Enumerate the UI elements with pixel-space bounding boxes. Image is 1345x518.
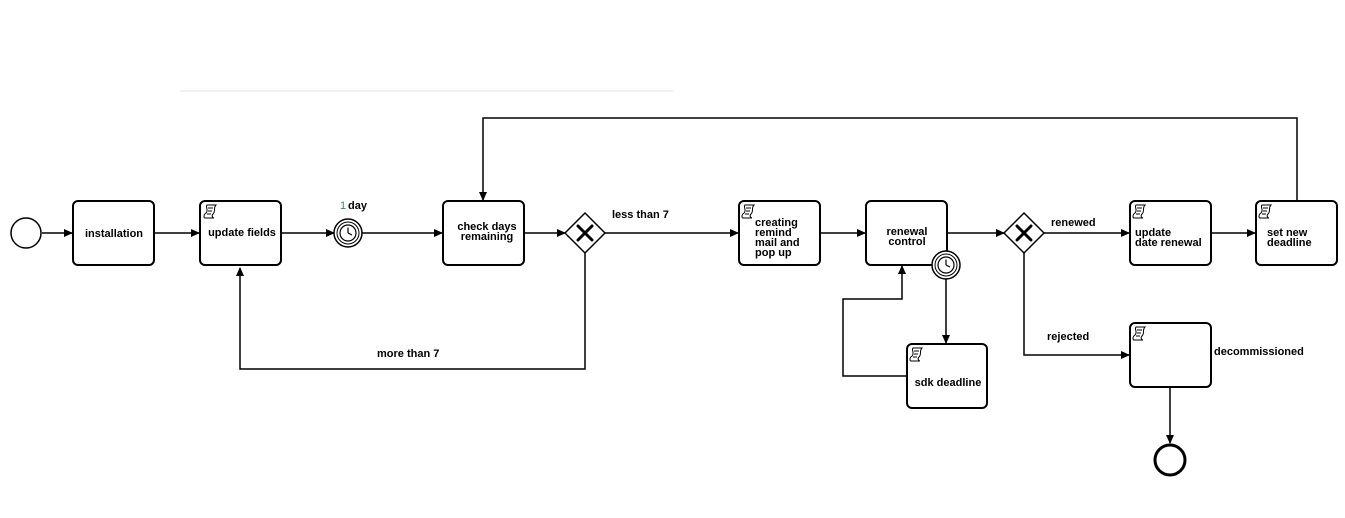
task-label-line: date renewal [1135,237,1202,249]
task-label-line: mail and [755,237,800,249]
task-installation[interactable]: installation [72,200,155,266]
task-label-line: update fields [208,227,276,239]
edge-label-rejected: rejected [1047,331,1089,343]
exclusive-gateway-icon[interactable] [1002,211,1046,255]
timer-label-number: 1 [340,200,346,212]
script-icon [741,203,756,220]
edge-label-less-than-7: less than 7 [612,209,669,221]
script-icon [1132,203,1147,220]
timer-icon[interactable] [333,218,363,248]
edge-label-more-than-7: more than 7 [377,348,439,360]
script-icon [909,346,924,363]
script-icon [1132,325,1147,342]
task-label-line: renewal [887,226,928,238]
task-label-line: sdk deadline [915,377,982,389]
task-label: update fields [208,227,276,239]
task-label-line: update [1135,227,1171,239]
task-label-line: deadline [1267,237,1312,249]
timer-label-unit: day [348,200,368,212]
flow-sdk-deadline-loop[interactable] [842,265,906,377]
flow-more-than-7[interactable] [236,253,586,370]
end-event-icon[interactable] [1153,443,1187,477]
task-label: installation [85,228,143,240]
task-label-line: installation [85,228,143,240]
exclusive-gateway-icon[interactable] [563,211,607,255]
start-event-icon[interactable] [10,217,42,249]
task-label-line: control [888,236,925,248]
task-update-fields[interactable]: update fields [199,200,282,266]
task-sdk-deadline[interactable]: sdk deadline [906,343,988,409]
flow-set-deadline-loop-back[interactable] [479,117,1298,201]
edge-label-decommissioned: decommissioned [1214,346,1304,358]
task-label-line: remind [755,227,792,239]
task-label-line: set new [1267,227,1308,239]
boundary-timer-icon[interactable] [931,250,961,280]
task-label: sdk deadline [915,377,982,389]
task-label-line: creating [755,217,798,229]
script-icon [203,203,218,220]
task-decommission[interactable] [1129,322,1212,388]
edge-label-renewed: renewed [1051,217,1096,229]
script-icon [1258,203,1273,220]
flow-rejected[interactable] [1023,253,1130,359]
task-label-line: remaining [461,231,514,243]
task-label-line: check days [457,221,516,233]
task-label-line: pop up [755,247,792,259]
